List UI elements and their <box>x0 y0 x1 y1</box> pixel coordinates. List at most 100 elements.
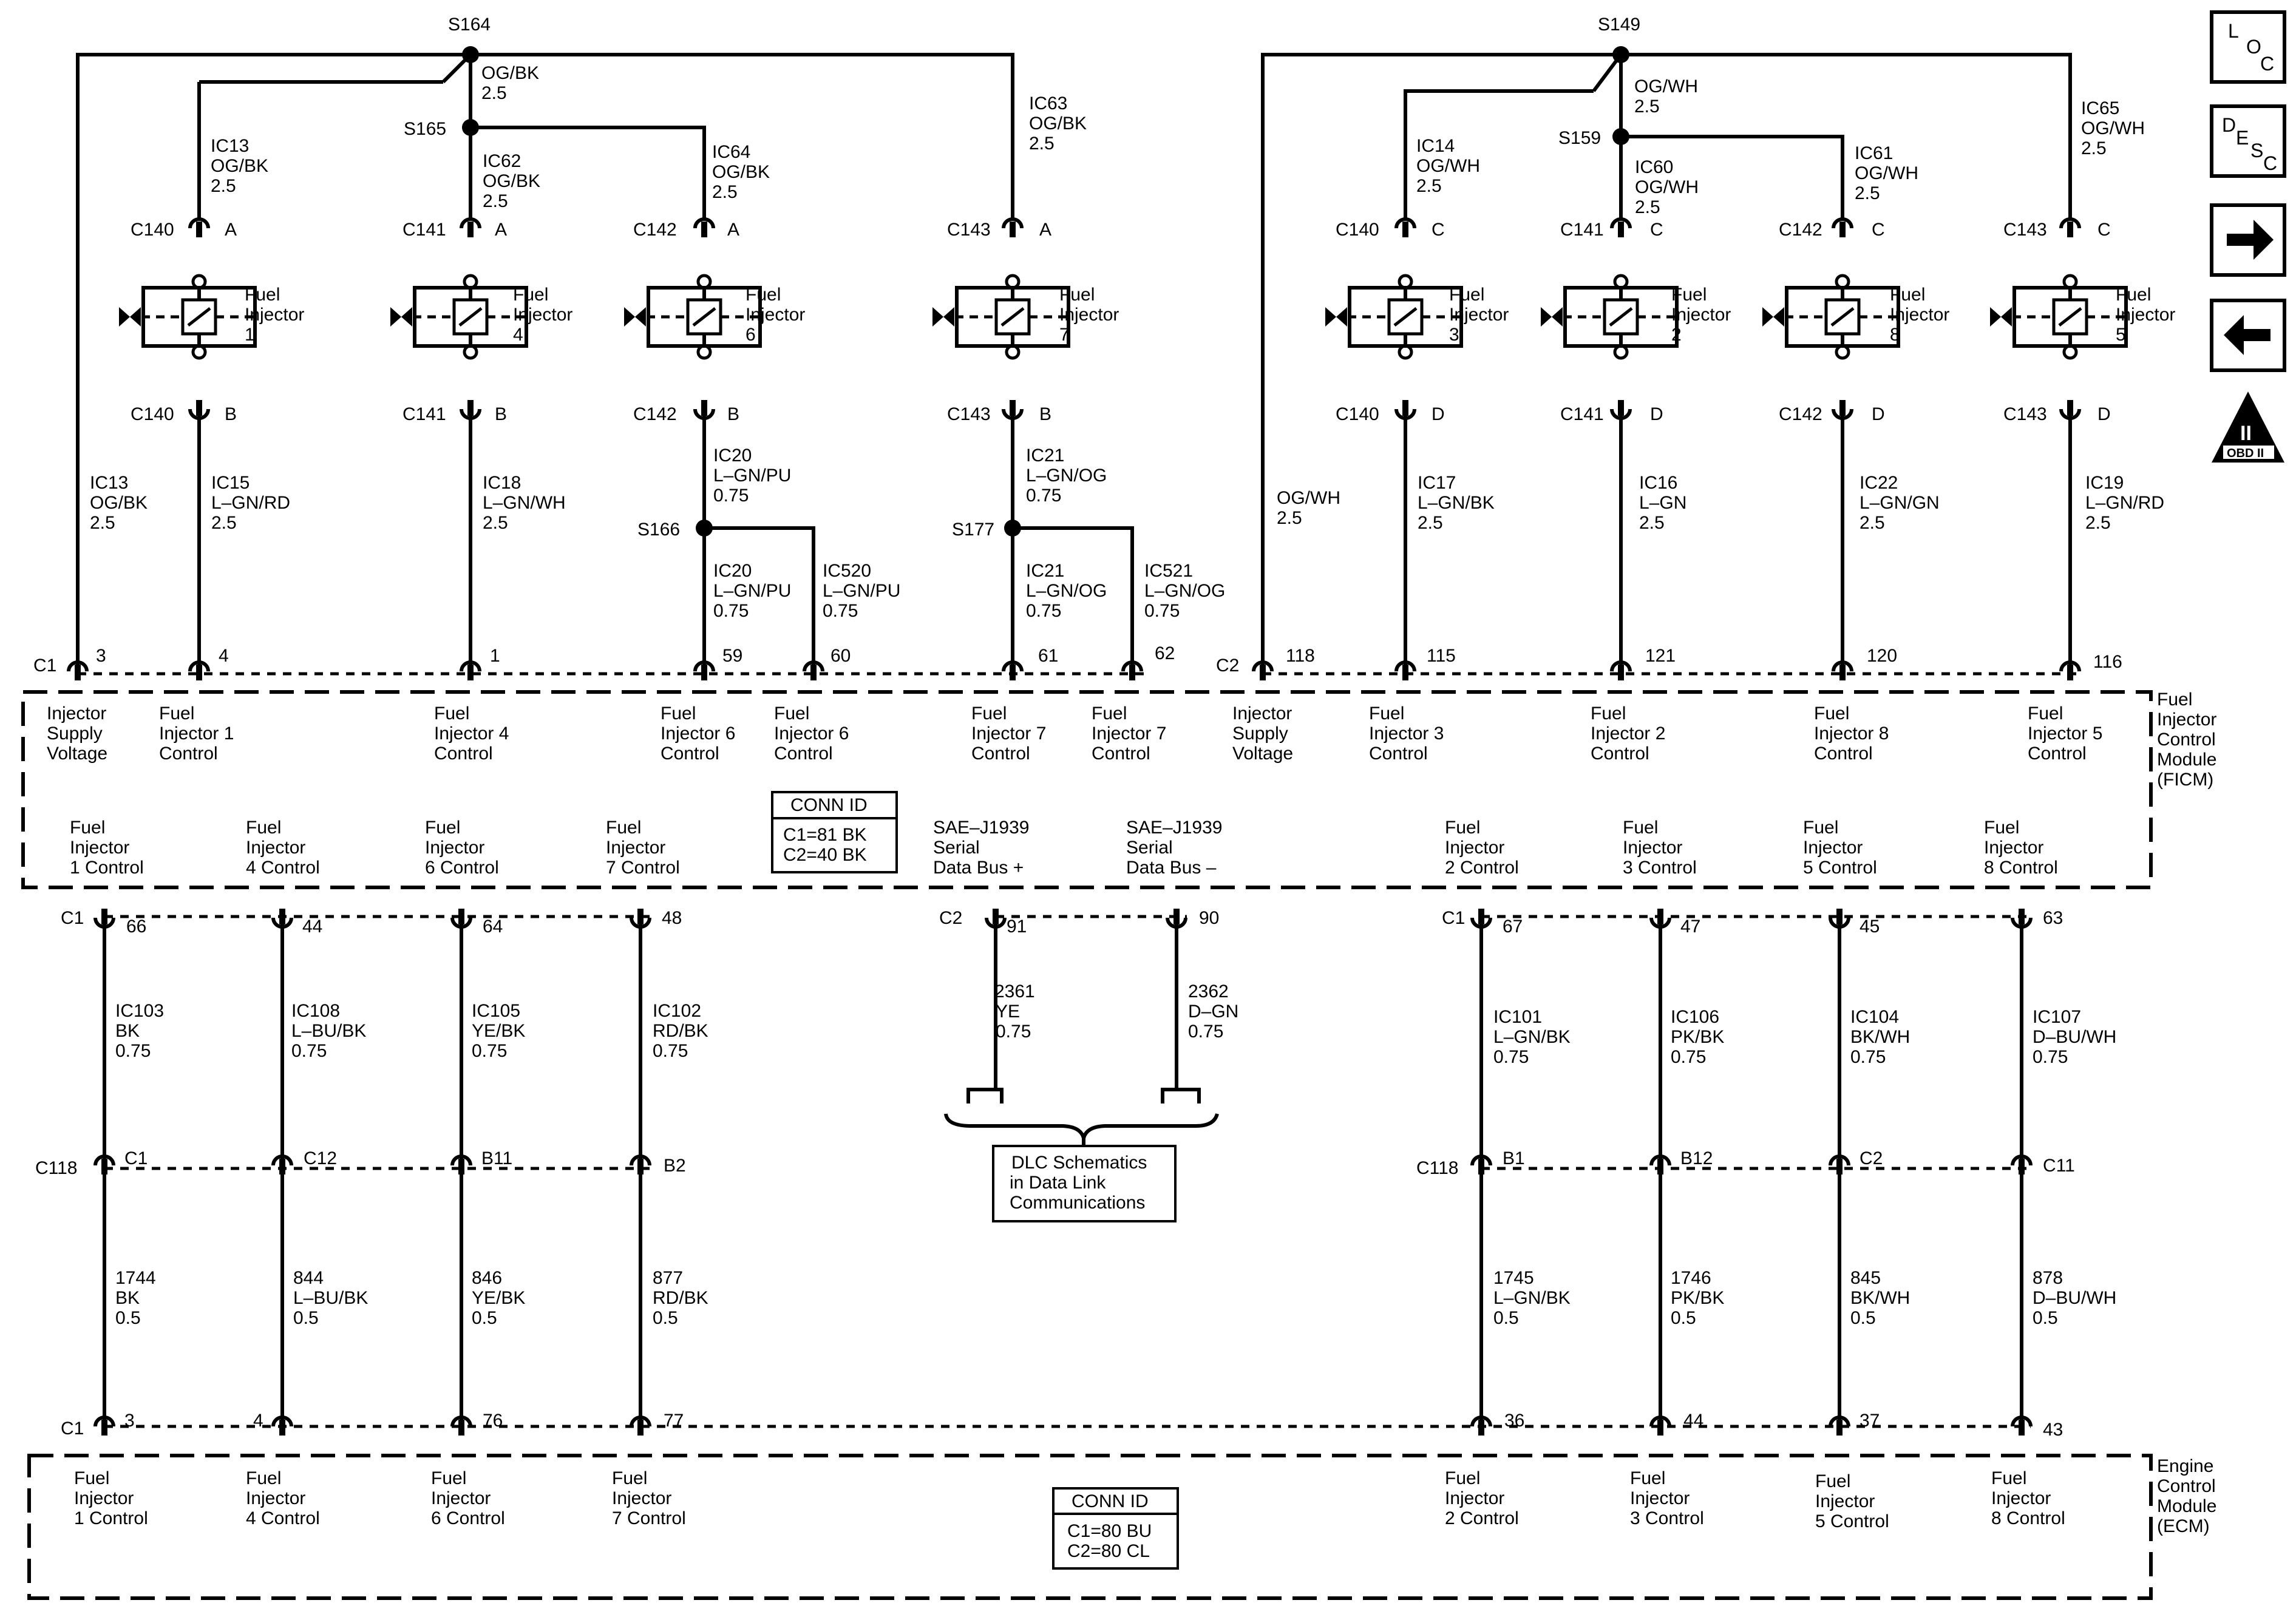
next-page-button[interactable] <box>2210 203 2286 277</box>
svg-text:Injector: Injector <box>1991 1488 2051 1508</box>
svg-text:0.5: 0.5 <box>472 1308 497 1328</box>
svg-text:L–GN: L–GN <box>1639 493 1686 513</box>
svg-text:Injector 4: Injector 4 <box>434 724 509 744</box>
svg-text:L–GN/RD: L–GN/RD <box>211 493 290 513</box>
svg-text:Injector: Injector <box>1445 1488 1504 1508</box>
svg-text:IC63: IC63 <box>1029 93 1067 114</box>
svg-text:116: 116 <box>2093 652 2122 672</box>
svg-text:60: 60 <box>830 646 851 666</box>
dlc-schematics-note[interactable]: DLC Schematics in Data Link Communicatio… <box>992 1145 1177 1222</box>
svg-text:CONN ID: CONN ID <box>1072 1491 1149 1511</box>
location-button[interactable]: L O C <box>2210 10 2286 84</box>
svg-text:2 Control: 2 Control <box>1445 858 1519 878</box>
svg-text:Fuel: Fuel <box>246 818 281 838</box>
svg-text:0.75: 0.75 <box>823 601 858 621</box>
svg-text:C140: C140 <box>131 220 174 240</box>
svg-text:Fuel: Fuel <box>746 285 781 305</box>
svg-text:Fuel: Fuel <box>431 1468 466 1488</box>
svg-text:2: 2 <box>1671 325 1682 345</box>
svg-text:Injector: Injector <box>606 838 665 858</box>
svg-text:IC104: IC104 <box>1850 1007 1899 1027</box>
ecm-module-name: Engine Control Module (ECM) <box>2157 1456 2216 1536</box>
svg-text:8 Control: 8 Control <box>1991 1508 2065 1528</box>
svg-text:2.5: 2.5 <box>483 513 508 533</box>
svg-text:YE: YE <box>996 1002 1020 1022</box>
svg-text:L: L <box>2228 20 2239 42</box>
svg-text:IC19: IC19 <box>2085 473 2124 493</box>
svg-text:Fuel: Fuel <box>774 703 809 724</box>
description-button[interactable]: D E S C <box>2210 104 2286 178</box>
svg-text:Injector 7: Injector 7 <box>1092 724 1166 744</box>
svg-text:Injector: Injector <box>1449 305 1509 325</box>
svg-text:C1=80 BU: C1=80 BU <box>1067 1521 1152 1541</box>
svg-text:Fuel: Fuel <box>1814 703 1849 724</box>
svg-text:Injector 3: Injector 3 <box>1369 724 1444 744</box>
svg-text:2.5: 2.5 <box>90 513 115 533</box>
injector-symbols <box>119 276 2126 358</box>
svg-text:1: 1 <box>245 325 255 345</box>
previous-page-button[interactable] <box>2210 299 2286 372</box>
svg-text:Control: Control <box>434 744 493 764</box>
svg-text:Control: Control <box>1092 744 1150 764</box>
svg-text:0.75: 0.75 <box>1188 1022 1223 1042</box>
obd-triangle-icon <box>2212 392 2284 463</box>
svg-text:Data Bus –: Data Bus – <box>1126 858 1217 878</box>
wiring <box>76 53 2072 1432</box>
svg-text:77: 77 <box>664 1411 684 1431</box>
injector-6-icon <box>624 276 760 358</box>
svg-text:(ECM): (ECM) <box>2157 1516 2210 1536</box>
svg-text:Injector: Injector <box>513 305 572 325</box>
splice-s149-dot <box>1612 46 1629 63</box>
svg-text:2.5: 2.5 <box>1860 513 1885 533</box>
svg-text:Injector 5: Injector 5 <box>2028 724 2102 744</box>
svg-text:7 Control: 7 Control <box>612 1508 686 1528</box>
svg-text:2.5: 2.5 <box>712 182 738 202</box>
svg-text:3: 3 <box>1449 325 1459 345</box>
connector-dashes <box>78 672 2082 1428</box>
svg-text:5: 5 <box>2116 325 2126 345</box>
svg-text:OBD II: OBD II <box>2227 447 2264 460</box>
svg-text:1 Control: 1 Control <box>74 1508 148 1528</box>
ecm-conn-id-box: CONN ID C1=80 BU C2=80 CL <box>1052 1487 1179 1570</box>
obd-ii-button[interactable]: II OBD II <box>2212 392 2284 463</box>
svg-text:Control: Control <box>774 744 833 764</box>
svg-text:Supply: Supply <box>47 724 103 744</box>
svg-text:Control: Control <box>1591 744 1649 764</box>
svg-text:IC521: IC521 <box>1144 561 1193 581</box>
svg-text:C2=80 CL: C2=80 CL <box>1067 1541 1150 1561</box>
svg-text:OG/BK: OG/BK <box>712 162 770 182</box>
svg-text:Fuel: Fuel <box>1815 1471 1850 1491</box>
splice-s164: S164 <box>448 15 491 35</box>
wire-label-ic13-top: IC13 OG/BK 2.5 <box>211 136 268 196</box>
svg-text:61: 61 <box>1038 646 1058 666</box>
svg-text:C: C <box>1872 220 1885 240</box>
svg-text:IC16: IC16 <box>1639 473 1677 493</box>
svg-text:OG/WH: OG/WH <box>1855 163 1918 183</box>
svg-text:3 Control: 3 Control <box>1623 858 1697 878</box>
svg-text:A: A <box>225 220 237 240</box>
svg-text:L–GN/BK: L–GN/BK <box>1418 493 1495 513</box>
svg-text:IC65: IC65 <box>2081 98 2119 118</box>
svg-text:Fuel: Fuel <box>434 703 469 724</box>
svg-text:C142: C142 <box>1779 404 1822 424</box>
svg-text:6 Control: 6 Control <box>425 858 499 878</box>
svg-text:Control: Control <box>2157 1476 2216 1496</box>
svg-text:OG/BK: OG/BK <box>1029 114 1087 134</box>
wire-label-ic61: IC61 OG/WH 2.5 <box>1855 143 1918 203</box>
svg-text:D: D <box>2097 404 2111 424</box>
svg-text:IC20: IC20 <box>713 561 752 581</box>
svg-text:IC17: IC17 <box>1418 473 1456 493</box>
